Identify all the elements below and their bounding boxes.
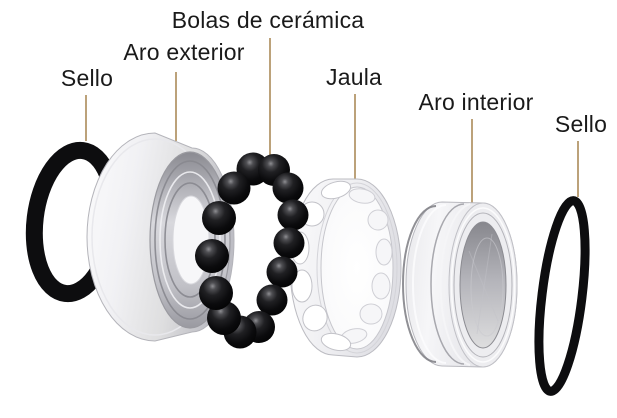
label-sello-right: Sello	[554, 111, 608, 137]
cage-hole	[348, 188, 376, 204]
seal-right-ring	[534, 196, 590, 396]
cage-part	[289, 178, 402, 358]
ceramic-balls-part	[195, 152, 309, 349]
seal-right-part	[534, 196, 590, 396]
ceramic-ball	[199, 276, 233, 310]
inner-ring-step-line	[430, 203, 465, 365]
label-jaula: Jaula	[326, 64, 382, 90]
ceramic-ball	[202, 201, 236, 235]
inner-ring-bore-reflection	[476, 233, 493, 335]
ceramic-ball	[273, 227, 305, 259]
ceramic-ball	[266, 256, 298, 288]
inner-ring-race-groove	[402, 205, 437, 363]
cage-hole	[302, 304, 328, 332]
cage-hole	[320, 332, 352, 352]
ceramic-ball	[272, 172, 304, 204]
inner-ring-bore	[459, 221, 507, 349]
inner-ring-bore-reflection	[468, 250, 499, 322]
label-bolas-de-ceramica: Bolas de cerámica	[171, 7, 365, 33]
ceramic-ball	[277, 199, 309, 231]
cage-hole	[371, 272, 391, 300]
inner-ring-step-highlight	[439, 203, 471, 366]
inner-ring-face-groove	[453, 212, 513, 358]
ceramic-ball	[217, 171, 251, 205]
inner-ring-part	[402, 201, 518, 368]
cage-hole	[359, 303, 383, 325]
cage-hole	[367, 209, 389, 231]
cage-far-pockets	[340, 188, 393, 344]
inner-ring-highlight	[412, 204, 447, 364]
cage-hole	[375, 238, 393, 266]
ceramic-ball	[256, 284, 288, 316]
label-sello-left: Sello	[60, 65, 114, 91]
label-aro-interior: Aro interior	[418, 89, 534, 115]
inner-ring-face-groove	[450, 207, 516, 363]
leader-lines	[85, 38, 579, 207]
outer-ring-bore-opening	[172, 195, 210, 285]
cage-rim-edge	[316, 182, 398, 354]
label-aro-exterior: Aro exterior	[123, 39, 245, 65]
cage-hole	[320, 180, 352, 200]
inner-ring-bore-wall	[470, 237, 504, 337]
outer-ring-groove	[159, 171, 221, 309]
outer-ring-groove	[154, 160, 226, 320]
ceramic-ball	[195, 239, 229, 273]
cage-hole	[291, 269, 313, 303]
